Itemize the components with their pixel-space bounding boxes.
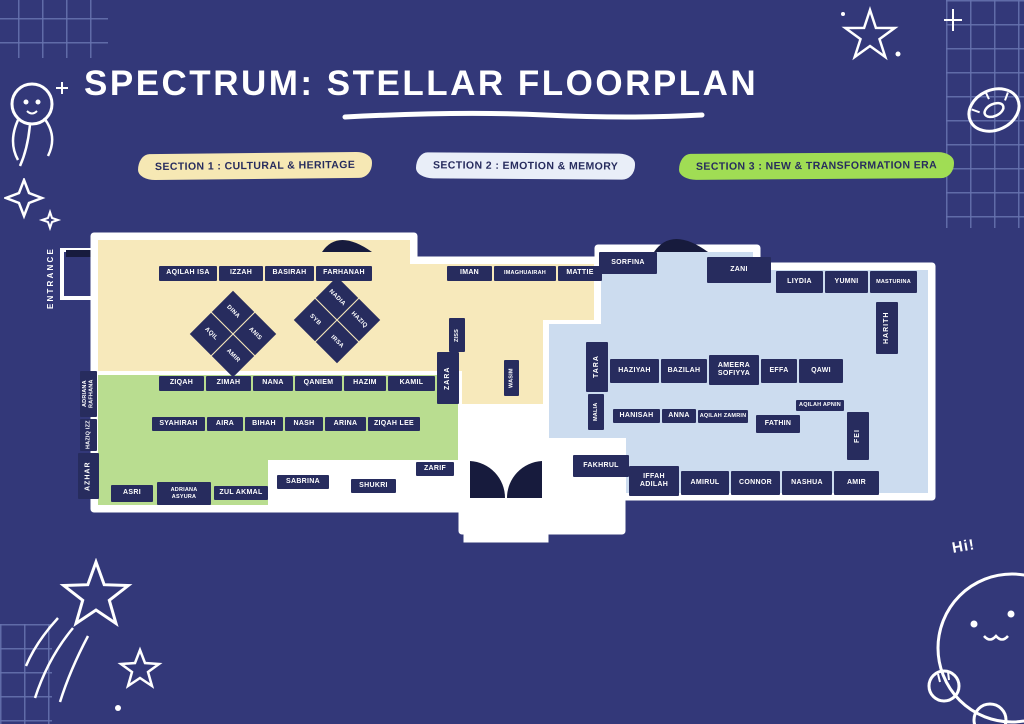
booth-izzah: IZZAH [219, 266, 263, 281]
booth-anna: ANNA [662, 409, 696, 423]
booth-ziss: ZISS [449, 318, 465, 352]
booth-bihah: BIHAH [245, 417, 283, 431]
booth-asri: ASRI [111, 485, 153, 502]
booth-fakhrul: FAKHRUL [573, 455, 629, 477]
booth-haziq-izz: HAZIQ IZZ [80, 419, 97, 451]
star-top-right-doodle [841, 6, 901, 61]
booth-arina: ARINA [325, 417, 366, 431]
booth-yumni: YUMNI [825, 271, 868, 293]
sparkle-top-right-doodle [944, 9, 962, 31]
booth-aqilah-apnin: AQILAH APNIN [796, 400, 844, 411]
booth-sorfina: SORFINA [599, 252, 657, 274]
booth-hazim: HAZIM [344, 376, 386, 391]
booth-connor: CONNOR [731, 471, 780, 495]
booth-basirah: BASIRAH [265, 266, 314, 281]
booth-zul-akmal: ZUL AKMAL [214, 486, 268, 500]
booth-farhanah: FARHANAH [316, 266, 372, 281]
booth-ameera-sofiyya: AMEERA SOFIYYA [709, 355, 759, 385]
booth-harith: HARITH [876, 302, 898, 354]
grid-pattern-top-left [0, 0, 108, 58]
booth-bazilah: BAZILAH [661, 359, 707, 383]
squid-doodle [10, 82, 68, 167]
booth-iffah-adilah: IFFAH ADILAH [629, 466, 679, 496]
cat-doodle [927, 572, 1024, 724]
region-section-3 [98, 375, 458, 505]
top-door-1-icon [322, 240, 372, 252]
booth-effa: EFFA [761, 359, 797, 383]
booth-zimah: ZIMAH [206, 376, 251, 391]
stars-left-doodle [4, 178, 62, 232]
booth-amirul: AMIRUL [681, 471, 729, 495]
booth-fathin: FATHIN [756, 415, 800, 433]
booth-liydia: LIYDIA [776, 271, 823, 293]
booth-imaghuairah: IMAGHUAIRAH [494, 266, 556, 281]
entrance-door-icon [66, 250, 92, 257]
booth-zara: ZARA [437, 352, 459, 404]
title-underline [342, 110, 705, 120]
donut-doodle [967, 87, 1021, 133]
booth-wasim: WASIM [504, 360, 519, 396]
booth-adriana-rafhana: ADRIANA RAFHANA [80, 371, 97, 417]
booth-malia: MALIA [588, 394, 604, 430]
legend-section-1: SECTION 1 : CULTURAL & HERITAGE [137, 151, 373, 181]
booth-syahirah: SYAHIRAH [152, 417, 205, 431]
booth-nashua: NASHUA [782, 471, 832, 495]
booth-tara: TARA [586, 342, 608, 392]
top-door-2-icon [654, 239, 708, 252]
booth-sabrina: SABRINA [277, 475, 329, 489]
booth-nana: NANA [253, 376, 293, 391]
booth-ziqah-lee: ZIQAH LEE [368, 417, 420, 431]
booth-masturina: MASTURINA [870, 271, 917, 293]
booth-azhar: AZHAR [78, 453, 99, 499]
booth-zarif: ZARIF [416, 462, 454, 476]
legend-section-2: SECTION 2 : EMOTION & MEMORY [416, 152, 636, 180]
booth-iman: IMAN [447, 266, 492, 281]
booth-adriana-asyura: ADRIANA ASYURA [157, 482, 211, 505]
booth-fei: FEI [847, 412, 869, 460]
booth-ziqah: ZIQAH [159, 376, 204, 391]
booth-hanisah: HANISAH [613, 409, 660, 423]
booth-aqilah-isa: AQILAH ISA [159, 266, 217, 281]
booth-kamil: KAMIL [388, 376, 435, 391]
booth-mattie: MATTIE [558, 266, 602, 281]
booth-qaniem: QANIEM [295, 376, 342, 391]
bottom-door-left-icon [470, 461, 506, 498]
booth-shukri: SHUKRI [351, 479, 396, 493]
booth-amir: AMIR [834, 471, 879, 495]
booth-zani: ZANI [707, 257, 771, 283]
booth-aqilah-zamrin: AQILAH ZAMRIN [698, 410, 748, 423]
bottom-door-right-icon [506, 461, 542, 498]
shooting-star-doodle [24, 558, 163, 711]
booth-nash: NASH [285, 417, 323, 431]
legend: SECTION 1 : CULTURAL & HERITAGE SECTION … [137, 151, 955, 181]
booth-aira: AIRA [207, 417, 243, 431]
page-title: SPECTRUM: STELLAR FLOORPLAN [84, 64, 759, 103]
legend-section-3: SECTION 3 : NEW & TRANSFORMATION ERA [679, 152, 955, 180]
booth-qawi: QAWI [799, 359, 843, 383]
booth-haziyah: HAZIYAH [610, 359, 659, 383]
